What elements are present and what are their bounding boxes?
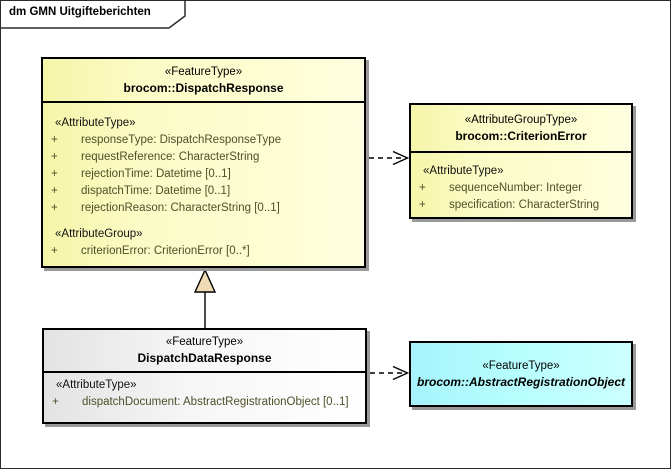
- class-name: DispatchDataResponse: [137, 351, 272, 365]
- attribute-row: + rejectionTime: Datetime [0..1]: [43, 166, 364, 183]
- stereotype-label: «AttributeGroupType»: [464, 113, 578, 126]
- attribute-text: rejectionTime: Datetime [0..1]: [81, 168, 231, 180]
- attribute-text: rejectionReason: CharacterString [0..1]: [81, 202, 280, 214]
- attribute-row: + requestReference: CharacterString: [43, 149, 364, 166]
- dependency-arrow-abstract-registration-object[interactable]: [370, 365, 410, 381]
- diagram-title: dm GMN Uitgifteberichten: [9, 6, 151, 18]
- class-name: brocom::AbstractRegistrationObject: [416, 374, 626, 389]
- class-abstract-registration-object[interactable]: «FeatureType» brocom::AbstractRegistrati…: [409, 341, 633, 407]
- visibility: +: [51, 185, 58, 197]
- section-label: «AttributeType»: [56, 379, 137, 391]
- visibility: +: [419, 199, 426, 211]
- visibility: +: [51, 202, 58, 214]
- class-header: «FeatureType» brocom::AbstractRegistrati…: [411, 343, 631, 405]
- visibility: +: [52, 396, 59, 408]
- section-label: «AttributeType»: [423, 165, 504, 177]
- attribute-text: sequenceNumber: Integer: [449, 182, 582, 194]
- visibility: +: [51, 245, 58, 257]
- class-header: «AttributeGroupType» brocom::CriterionEr…: [411, 105, 631, 153]
- dependency-arrow-criterion-error[interactable]: [369, 150, 410, 166]
- stereotype-label: «FeatureType»: [164, 65, 243, 78]
- stereotype-label: «FeatureType»: [482, 359, 560, 372]
- class-dispatch-data-response[interactable]: «FeatureType» DispatchDataResponse «Attr…: [42, 328, 367, 424]
- class-name: brocom::CriterionError: [455, 128, 587, 143]
- attribute-text: dispatchDocument: AbstractRegistrationOb…: [82, 396, 349, 408]
- visibility: +: [51, 151, 58, 163]
- diagram-tab-outline: [1, 1, 186, 29]
- section-label: «AttributeGroup»: [55, 228, 143, 240]
- generalization-arrow[interactable]: [193, 268, 217, 328]
- visibility: +: [51, 134, 58, 146]
- attribute-row: + criterionError: CriterionError [0..*]: [43, 243, 364, 260]
- attribute-text: dispatchTime: Datetime [0..1]: [81, 185, 231, 197]
- visibility: +: [419, 182, 426, 194]
- attributes-compartment: «AttributeType» + dispatchDocument: Abst…: [44, 373, 365, 411]
- attribute-row: + specification: CharacterString: [411, 197, 631, 214]
- class-header: «FeatureType» DispatchDataResponse: [44, 330, 365, 373]
- attributes-compartment: «AttributeType» + sequenceNumber: Intege…: [411, 153, 631, 214]
- section-label: «AttributeType»: [55, 117, 136, 129]
- class-name: brocom::DispatchResponse: [123, 80, 284, 95]
- class-criterion-error[interactable]: «AttributeGroupType» brocom::CriterionEr…: [409, 103, 633, 219]
- visibility: +: [51, 168, 58, 180]
- attribute-row: + dispatchDocument: AbstractRegistration…: [44, 394, 365, 411]
- attribute-row: + dispatchTime: Datetime [0..1]: [43, 183, 364, 200]
- stereotype-label: «FeatureType»: [165, 336, 244, 348]
- attributes-compartment: «AttributeType» + responseType: Dispatch…: [43, 103, 364, 260]
- attribute-row: + sequenceNumber: Integer: [411, 180, 631, 197]
- attribute-row: + rejectionReason: CharacterString [0..1…: [43, 200, 364, 217]
- class-dispatch-response[interactable]: «FeatureType» brocom::DispatchResponse «…: [41, 57, 366, 268]
- attribute-text: criterionError: CriterionError [0..*]: [81, 245, 250, 257]
- attribute-row: + responseType: DispatchResponseType: [43, 132, 364, 149]
- attribute-text: specification: CharacterString: [449, 199, 600, 211]
- attribute-text: requestReference: CharacterString: [81, 151, 260, 163]
- class-header: «FeatureType» brocom::DispatchResponse: [43, 59, 364, 103]
- attribute-text: responseType: DispatchResponseType: [81, 134, 282, 146]
